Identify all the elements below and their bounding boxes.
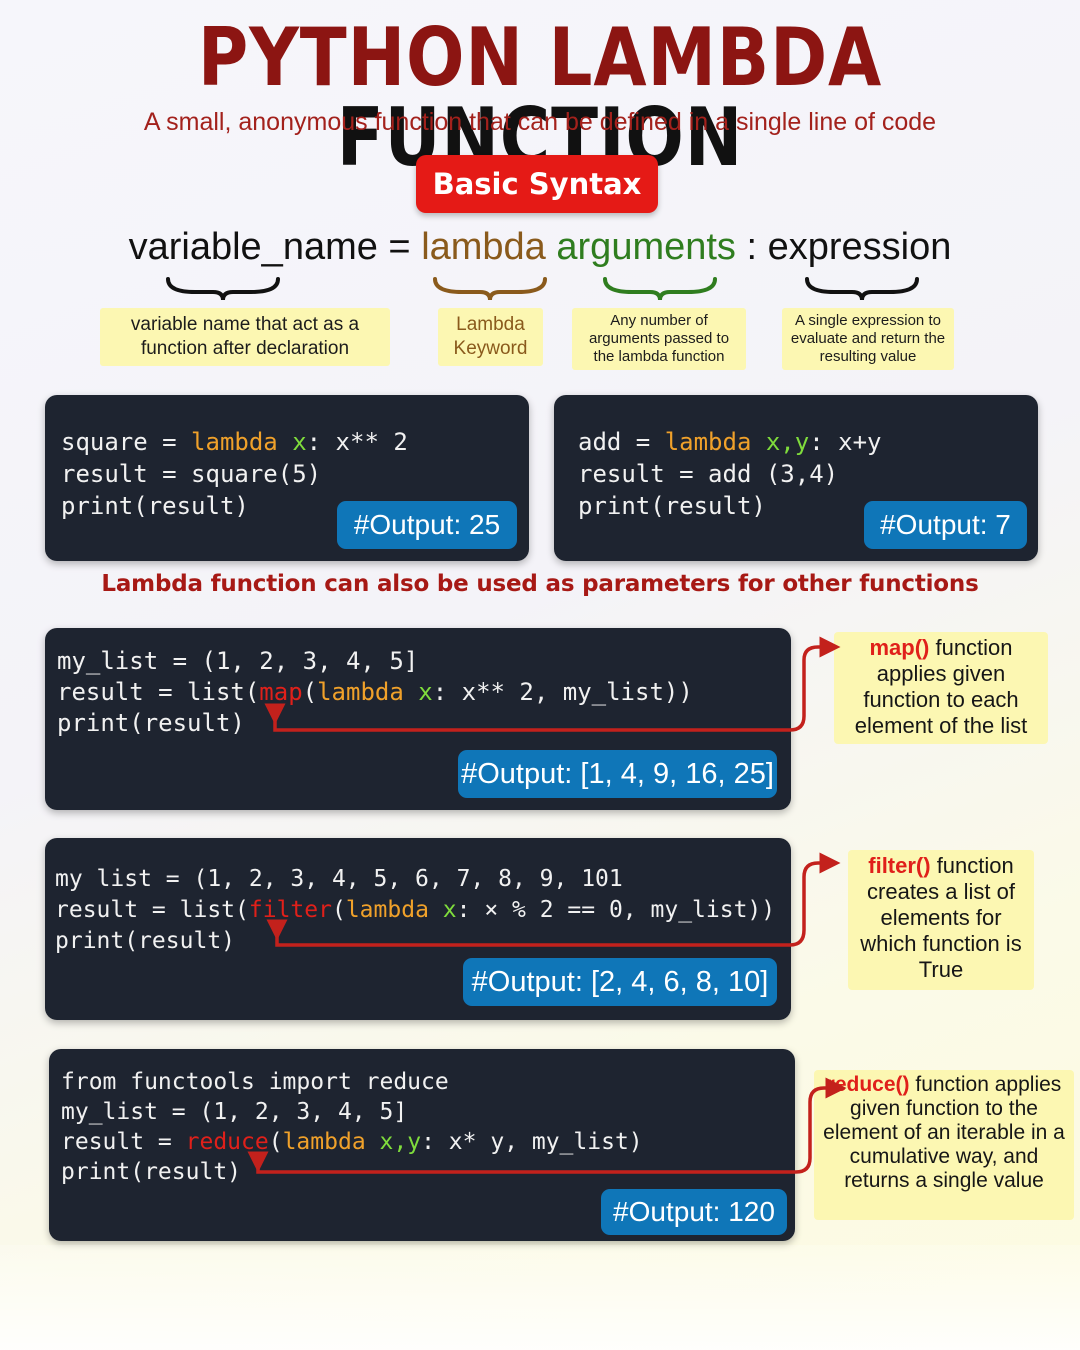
brace-variable-icon	[166, 277, 280, 301]
syntax-keyword: lambda	[421, 226, 546, 268]
code-text: : × % 2 == 0, my_list))	[456, 897, 776, 923]
footer-fade	[0, 1245, 1080, 1350]
code-keyword: lambda	[345, 897, 429, 923]
code-card-filter: my list = (1, 2, 3, 4, 5, 6, 7, 8, 9, 10…	[45, 838, 791, 1020]
syntax-expression: expression	[767, 226, 952, 268]
code-keyword: lambda	[191, 428, 278, 456]
code-line: print(result)	[57, 709, 245, 737]
code-block-filter: my list = (1, 2, 3, 4, 5, 6, 7, 8, 9, 10…	[55, 864, 775, 957]
code-text: add =	[578, 428, 665, 456]
code-function: map	[259, 678, 303, 706]
code-block-reduce: from functools import reduce my_list = (…	[61, 1067, 643, 1187]
code-block-square: square = lambda x: x** 2 result = square…	[61, 426, 408, 522]
code-card-add: add = lambda x,y: x+y result = add (3,4)…	[554, 395, 1038, 561]
note-reduce: reduce() function applies given function…	[814, 1070, 1074, 1220]
brace-expression-icon	[805, 277, 919, 301]
note-filter-text: function creates a list of elements for …	[860, 853, 1022, 982]
code-text: square =	[61, 428, 192, 456]
code-function: filter	[248, 897, 332, 923]
note-map: map() function applies given function to…	[834, 632, 1048, 744]
code-line: print(result)	[55, 928, 236, 954]
code-text	[429, 897, 443, 923]
code-line: my_list = (1, 2, 3, 4, 5]	[57, 647, 419, 675]
note-map-fn: map()	[869, 635, 930, 660]
title-part-red: PYTHON LAMBDA	[197, 11, 883, 104]
note-variable: variable name that act as a function aft…	[100, 308, 390, 366]
code-function: reduce	[185, 1129, 269, 1155]
code-line: from functools import reduce	[61, 1069, 449, 1095]
note-reduce-text: function applies given function to the e…	[823, 1073, 1065, 1192]
brace-arguments-icon	[603, 277, 717, 301]
code-text: : x+y	[809, 428, 882, 456]
page-subtitle: A small, anonymous function that can be …	[143, 108, 937, 136]
code-line: my list = (1, 2, 3, 4, 5, 6, 7, 8, 9, 10…	[55, 866, 623, 892]
code-text: : x** 2, my_list))	[432, 678, 693, 706]
output-badge-square: #Output: 25	[337, 501, 517, 549]
code-line: print(result)	[61, 1159, 242, 1185]
code-text: result =	[61, 1129, 186, 1155]
code-line: result = square(5)	[61, 460, 322, 488]
code-text	[404, 678, 418, 706]
note-expression: A single expression to evaluate and retu…	[782, 308, 954, 370]
brace-keyword-icon	[433, 277, 547, 301]
code-line: my_list = (1, 2, 3, 4, 5]	[61, 1099, 408, 1125]
syntax-colon: :	[735, 226, 768, 268]
code-text: : x* y, my_list)	[421, 1129, 643, 1155]
syntax-arguments: arguments	[556, 226, 736, 268]
section-heading: Lambda function can also be used as para…	[101, 571, 979, 597]
code-keyword: lambda	[664, 428, 752, 456]
code-text: : x** 2	[306, 428, 408, 456]
code-text: (	[331, 897, 346, 923]
code-argument: x,y	[379, 1129, 422, 1155]
code-argument: x	[292, 428, 307, 456]
note-filter: filter() function creates a list of elem…	[848, 850, 1034, 990]
code-text: (	[302, 678, 318, 706]
note-arguments: Any number of arguments passed to the la…	[572, 308, 746, 370]
code-block-map: my_list = (1, 2, 3, 4, 5] result = list(…	[57, 646, 693, 739]
code-text: result = list(	[55, 897, 249, 923]
code-line: print(result)	[61, 492, 249, 520]
output-badge-reduce: #Output: 120	[601, 1189, 787, 1235]
code-text: result = list(	[57, 678, 260, 706]
syntax-line: variable_name = lambda arguments : expre…	[0, 226, 1080, 269]
code-text	[366, 1129, 380, 1155]
code-argument: x,y	[765, 428, 810, 456]
note-map-text: function applies given function to each …	[854, 635, 1028, 738]
code-line: print(result)	[578, 492, 766, 520]
note-reduce-fn: reduce()	[826, 1073, 910, 1096]
code-text	[278, 428, 292, 456]
code-keyword: lambda	[317, 678, 404, 706]
code-keyword: lambda	[282, 1129, 366, 1155]
output-badge-map: #Output: [1, 4, 9, 16, 25]	[458, 750, 777, 798]
code-text: (	[268, 1129, 283, 1155]
code-text	[751, 428, 765, 456]
page-title: PYTHON LAMBDA FUNCTION	[76, 18, 1005, 178]
code-block-add: add = lambda x,y: x+y result = add (3,4)…	[578, 426, 881, 522]
output-badge-filter: #Output: [2, 4, 6, 8, 10]	[463, 958, 777, 1006]
code-card-reduce: from functools import reduce my_list = (…	[49, 1049, 795, 1241]
note-filter-fn: filter()	[868, 853, 931, 878]
output-badge-add: #Output: 7	[864, 501, 1027, 549]
note-keyword: Lambda Keyword	[438, 308, 543, 366]
code-card-square: square = lambda x: x** 2 result = square…	[45, 395, 529, 561]
code-line: result = add (3,4)	[578, 460, 839, 488]
code-argument: x	[418, 678, 433, 706]
basic-syntax-badge: Basic Syntax	[416, 155, 658, 213]
syntax-equals: =	[377, 226, 422, 268]
code-argument: x	[442, 897, 457, 923]
syntax-variable: variable_name	[128, 226, 378, 268]
code-card-map: my_list = (1, 2, 3, 4, 5] result = list(…	[45, 628, 791, 810]
